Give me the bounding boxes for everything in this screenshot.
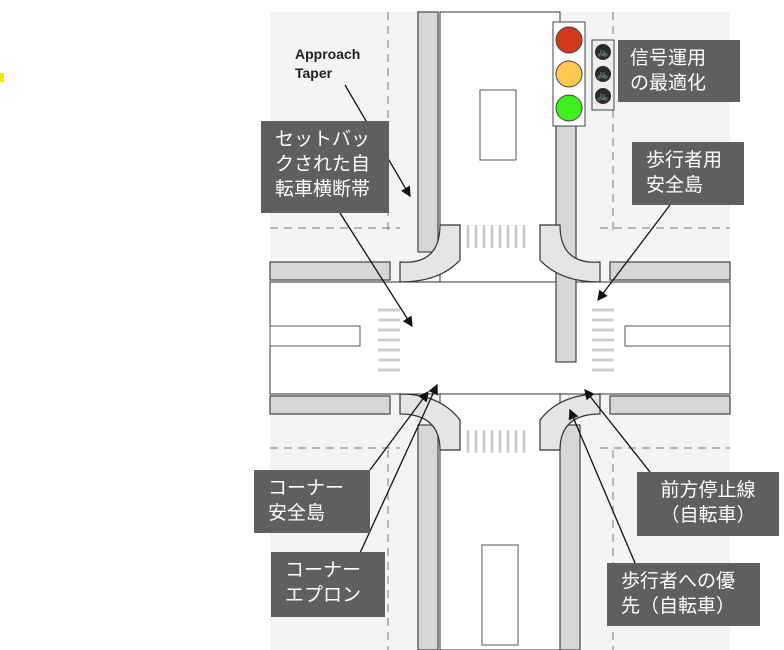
label-line: Taper bbox=[295, 65, 333, 81]
label-line: 安全島 bbox=[646, 174, 704, 196]
forward-stop-bar-label: 前方停止線 （自転車） bbox=[637, 472, 779, 536]
svg-text:🚲: 🚲 bbox=[597, 70, 608, 80]
signal-optimization-label: 信号運用 の最適化 bbox=[618, 40, 740, 102]
crosswalk-bottom bbox=[466, 430, 526, 453]
medians bbox=[269, 89, 731, 646]
dashed-lines bbox=[270, 12, 730, 650]
bike-signal: 🚲 🚲 🚲 bbox=[591, 39, 615, 111]
setback-crossing-label: セットバッ クされた自 転車横断帯 bbox=[261, 121, 389, 213]
label-line: 先（自転車） bbox=[621, 595, 736, 617]
label-line: 信号運用 bbox=[630, 47, 707, 69]
green-light bbox=[555, 94, 583, 122]
label-line: コーナー bbox=[285, 559, 362, 581]
corner-apron-label: コーナー エプロン bbox=[271, 552, 385, 617]
approach-taper-label: Approach Taper bbox=[295, 45, 360, 83]
crosswalk-right bbox=[592, 308, 614, 372]
leader-lines bbox=[339, 84, 671, 564]
traffic-signal bbox=[552, 21, 586, 127]
label-line: の最適化 bbox=[630, 72, 707, 94]
svg-text:🚲: 🚲 bbox=[597, 92, 608, 102]
yellow-marker bbox=[0, 73, 4, 82]
yellow-light bbox=[555, 60, 583, 88]
label-line: 歩行者への優 bbox=[621, 570, 736, 592]
crosswalk-top bbox=[466, 225, 526, 248]
red-light bbox=[555, 26, 583, 54]
pedestrian-island-label: 歩行者用 安全島 bbox=[632, 142, 744, 205]
label-line: コーナー bbox=[268, 477, 345, 499]
svg-text:🚲: 🚲 bbox=[597, 48, 608, 58]
label-line: 安全島 bbox=[268, 502, 326, 524]
label-line: セットバッ bbox=[275, 128, 371, 150]
pedestrian-priority-label: 歩行者への優 先（自転車） bbox=[607, 563, 760, 626]
label-line: 前方停止線 bbox=[660, 479, 756, 501]
corner-island-label: コーナー 安全島 bbox=[254, 470, 370, 533]
label-line: クされた自 bbox=[275, 153, 371, 175]
label-line: Approach bbox=[295, 46, 361, 62]
label-line: 転車横断帯 bbox=[275, 178, 371, 200]
label-line: （自転車） bbox=[660, 504, 756, 526]
corner-islands bbox=[399, 224, 601, 451]
label-line: 歩行者用 bbox=[646, 149, 723, 171]
crosswalk-left bbox=[378, 308, 400, 372]
label-line: エプロン bbox=[285, 584, 362, 606]
